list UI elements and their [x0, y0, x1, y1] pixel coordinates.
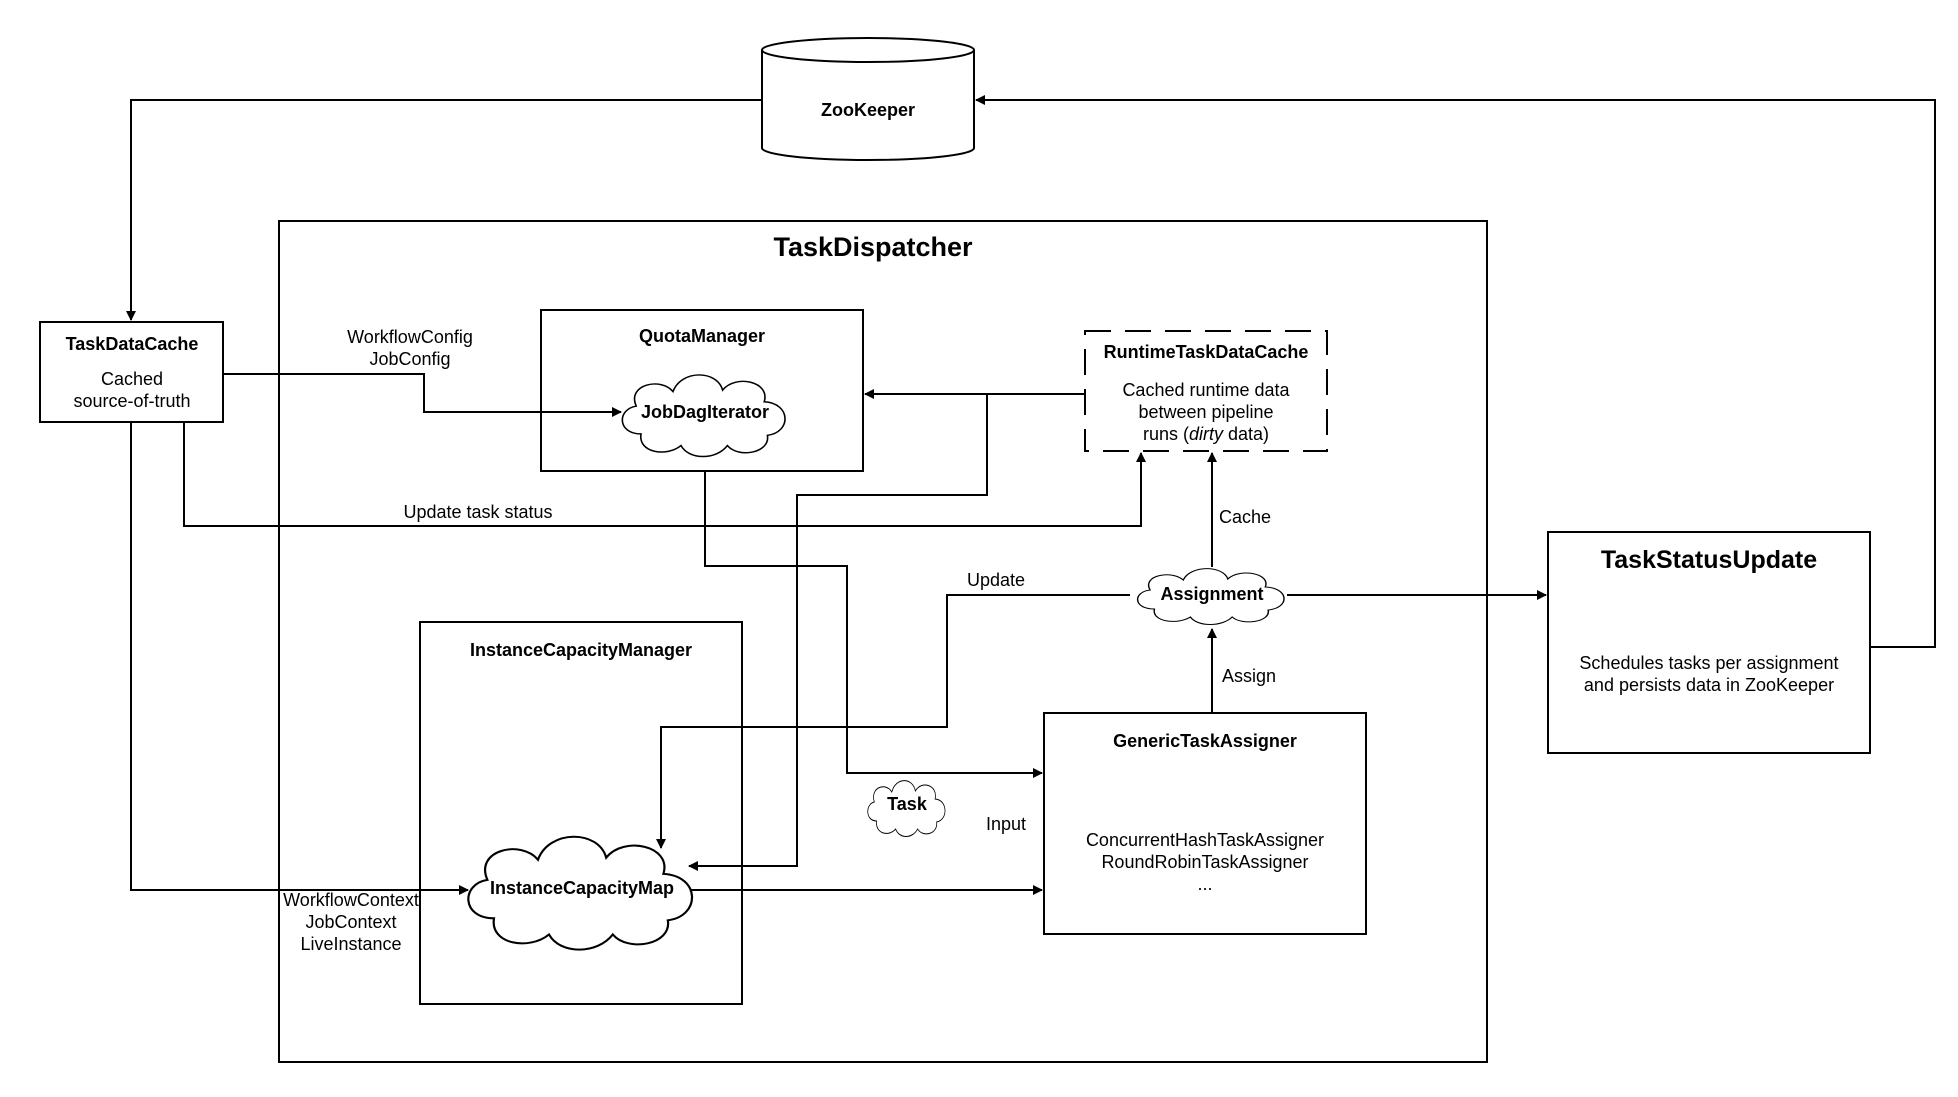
task-cloud — [867, 780, 946, 837]
edge-task-data-cache-to-job-dag-iterator — [223, 373, 622, 417]
task-data-cache-line1: Cached — [101, 369, 163, 389]
label-input: Input — [986, 814, 1026, 834]
zookeeper-cylinder — [761, 37, 975, 161]
generic-task-assigner-line1: ConcurrentHashTaskAssigner — [1086, 830, 1324, 850]
job-dag-iterator-label: JobDagIterator — [641, 402, 769, 422]
label-cache: Cache — [1219, 507, 1271, 527]
task-status-update-title: TaskStatusUpdate — [1601, 546, 1817, 574]
edge-update-task-status — [183, 422, 1146, 527]
edge-zookeeper-to-task-data-cache — [126, 99, 762, 321]
runtime-task-data-cache-line1: Cached runtime data — [1122, 380, 1290, 400]
label-assign: Assign — [1222, 666, 1276, 686]
generic-task-assigner-line3: ... — [1197, 874, 1212, 894]
task-data-cache-line2: source-of-truth — [73, 391, 190, 411]
instance-capacity-manager-title: InstanceCapacityManager — [470, 640, 692, 660]
edge-update — [656, 594, 1130, 849]
job-dag-iterator-cloud — [621, 374, 786, 458]
task-status-update-line2: and persists data in ZooKeeper — [1584, 675, 1834, 695]
label-update: Update — [967, 570, 1025, 590]
edge-quota-manager-to-generic-task-assigner — [704, 471, 1043, 778]
generic-task-assigner-box — [1043, 712, 1367, 935]
assignment-cloud — [1136, 568, 1285, 625]
task-status-update-box — [1547, 531, 1871, 754]
runtime-task-data-cache-title: RuntimeTaskDataCache — [1104, 342, 1309, 362]
runtime-task-data-cache-line2: between pipeline — [1138, 402, 1273, 422]
label-job-context: JobContext — [305, 912, 396, 932]
edge-task-data-cache-to-instance-capacity-map — [130, 422, 469, 895]
label-live-instance: LiveInstance — [300, 934, 401, 954]
runtime-task-data-cache-line3: runs (dirty data) — [1143, 424, 1269, 444]
label-workflow-config: WorkflowConfig — [347, 327, 473, 347]
quota-manager-title: QuotaManager — [639, 326, 765, 346]
runtime-task-data-cache-box — [1084, 330, 1328, 452]
edge-task-status-update-to-zookeeper — [975, 95, 1936, 648]
task-dispatcher-title: TaskDispatcher — [773, 232, 973, 262]
instance-capacity-map-cloud — [467, 835, 694, 951]
zookeeper-label: ZooKeeper — [821, 100, 915, 120]
label-update-task-status: Update task status — [403, 502, 552, 522]
assignment-label: Assignment — [1160, 584, 1263, 604]
task-data-cache-box — [39, 321, 224, 423]
task-data-cache-title: TaskDataCache — [66, 334, 199, 354]
task-status-update-line1: Schedules tasks per assignment — [1579, 653, 1838, 673]
task-label: Task — [887, 794, 928, 814]
edge-runtime-cache-to-instance-capacity-map — [688, 394, 988, 871]
label-workflow-context: WorkflowContext — [283, 890, 419, 910]
label-job-config: JobConfig — [369, 349, 450, 369]
instance-capacity-map-label: InstanceCapacityMap — [490, 878, 674, 898]
generic-task-assigner-line2: RoundRobinTaskAssigner — [1101, 852, 1308, 872]
generic-task-assigner-title: GenericTaskAssigner — [1113, 731, 1297, 751]
